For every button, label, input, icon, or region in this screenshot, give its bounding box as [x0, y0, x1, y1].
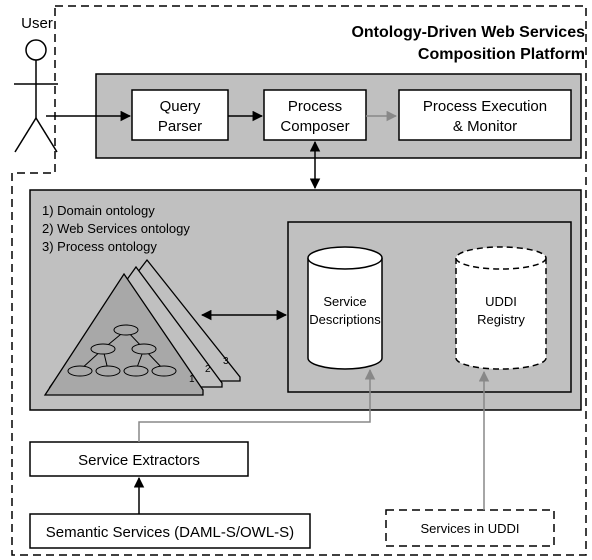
query-parser-box: [131, 89, 229, 141]
semantic-services-box: [29, 513, 311, 549]
ontology-number-1: 1: [189, 374, 195, 385]
uddi-registry-cylinder: [455, 246, 547, 370]
process-execution-box: [398, 89, 572, 141]
process-composer-line2: Composer: [280, 118, 349, 135]
extractors-to-descriptions-connector: [138, 368, 376, 442]
ontology-number-3: 3: [223, 356, 229, 367]
services-in-uddi-label: Services in UDDI: [421, 521, 520, 536]
service-descriptions-line1: Service: [323, 294, 366, 309]
platform-title-line2: Composition Platform: [418, 46, 585, 63]
service-descriptions-line2: Descriptions: [309, 312, 381, 327]
uddi-registry-line1: UDDI: [485, 294, 517, 309]
uddi-registry-line2: Registry: [477, 312, 525, 327]
ontology-number-2: 2: [205, 364, 211, 375]
platform-boundary: [11, 5, 587, 556]
query-parser-line2: Parser: [158, 118, 202, 135]
service-extractors-box: [29, 441, 249, 477]
user-label: User: [21, 15, 53, 32]
semantic-services-label: Semantic Services (DAML-S/OWL-S): [46, 524, 294, 541]
services-in-uddi-box: [385, 509, 555, 547]
query-parser-line1: Query: [160, 98, 201, 115]
service-extractors-label: Service Extractors: [78, 452, 200, 469]
user-actor-icon: [14, 39, 58, 153]
ontology-tree-icon: [67, 324, 177, 377]
process-execution-line1: Process Execution: [423, 98, 547, 115]
ontology-item-2: 2) Web Services ontology: [42, 221, 190, 236]
service-descriptions-cylinder: [307, 246, 383, 370]
process-composer-box: [263, 89, 367, 141]
ontology-item-3: 3) Process ontology: [42, 239, 157, 254]
process-execution-line2: & Monitor: [453, 118, 517, 135]
platform-title-line1: Ontology-Driven Web Services: [351, 24, 585, 41]
ontology-item-1: 1) Domain ontology: [42, 203, 155, 218]
process-composer-line1: Process: [288, 98, 342, 115]
